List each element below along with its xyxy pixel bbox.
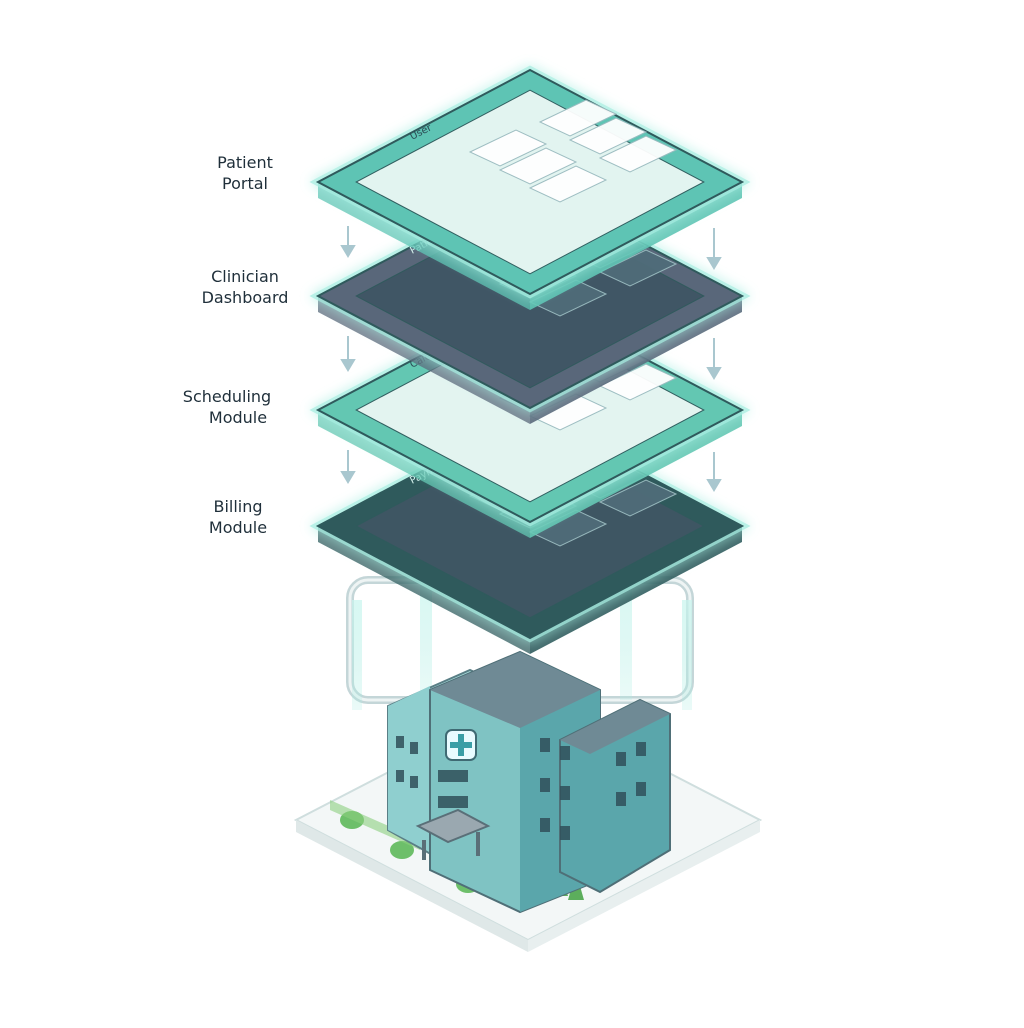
label-line: Scheduling xyxy=(182,387,272,406)
screen-card xyxy=(598,249,678,287)
screen-card xyxy=(598,479,678,517)
screen-card xyxy=(528,165,608,203)
screen-card xyxy=(538,99,618,137)
flow-arrows xyxy=(340,226,722,492)
label-line: Module xyxy=(208,408,268,427)
label-line: Module xyxy=(208,518,268,537)
label-line: Dashboard xyxy=(201,288,289,307)
hospital-building xyxy=(387,650,671,914)
label-line: Clinician xyxy=(211,267,279,286)
screen-card xyxy=(598,363,678,401)
screen-card xyxy=(498,147,578,185)
layer-panels: PaymentsCalendarPatient RecordUser xyxy=(309,65,751,654)
label-clinician-dashboard: Clinician Dashboard xyxy=(145,266,345,308)
layer-panel-patient-portal: User xyxy=(309,65,751,310)
label-scheduling-module: Scheduling Module xyxy=(127,386,327,428)
screen-card xyxy=(468,129,548,167)
screen-card xyxy=(598,135,678,173)
screen-card xyxy=(568,117,648,155)
label-patient-portal: Patient Portal xyxy=(145,152,345,194)
label-line: Portal xyxy=(222,174,268,193)
label-billing-module: Billing Module xyxy=(138,496,338,538)
label-line: Billing xyxy=(213,497,263,516)
label-line: Patient xyxy=(217,153,273,172)
